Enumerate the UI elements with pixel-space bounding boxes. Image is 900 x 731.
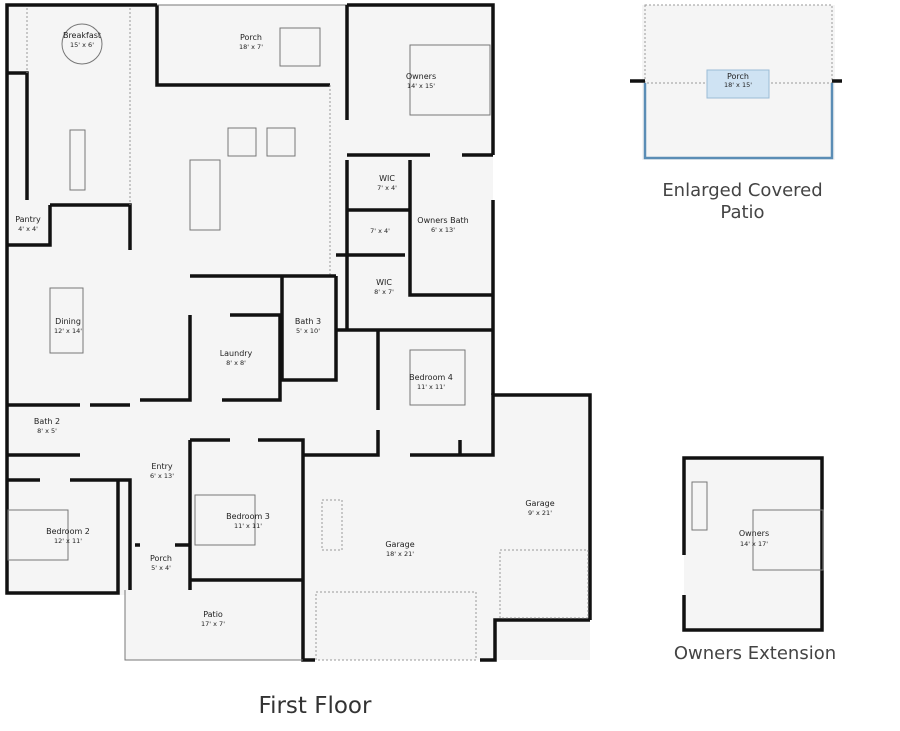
room-name: Garage — [385, 540, 414, 549]
room-name: Bath 2 — [34, 417, 60, 426]
room-size: 7' x 4' — [370, 227, 390, 235]
page-title: First Floor — [258, 693, 372, 719]
room-name: Breakfast — [63, 31, 101, 40]
room-size: 8' x 5' — [37, 427, 57, 435]
room-name: Laundry — [220, 349, 253, 358]
room-name: Owners — [406, 72, 436, 81]
room-size: 15' x 6' — [70, 41, 94, 49]
owners-extension-option: Owners 14' x 17' — [682, 456, 824, 632]
room-size: 5' x 4' — [151, 564, 171, 572]
room-size: 12' x 14' — [54, 327, 82, 335]
room-name: Porch — [240, 33, 262, 42]
room-size: 11' x 11' — [234, 522, 262, 530]
room-size: 11' x 11' — [417, 383, 445, 391]
room-label: Bedroom 411' x 11' — [409, 373, 453, 391]
room-name: Owners Bath — [417, 216, 468, 225]
room-name: Dining — [55, 317, 81, 326]
room-name: Patio — [203, 610, 223, 619]
room-label: Bath 28' x 5' — [34, 417, 60, 435]
room-name: Garage — [525, 499, 554, 508]
room-name: WIC — [379, 174, 395, 183]
room-name: Bedroom 4 — [409, 373, 453, 382]
room-size: 6' x 13' — [431, 226, 455, 234]
room-size: 4' x 4' — [18, 225, 38, 233]
room-size: 14' x 17' — [740, 540, 768, 548]
room-name: Porch — [727, 72, 749, 81]
option-caption-enlarged-patio: Enlarged Covered Patio — [662, 180, 823, 223]
room-size: 12' x 11' — [54, 537, 82, 545]
room-name: WIC — [376, 278, 392, 287]
room-size: 7' x 4' — [377, 184, 397, 192]
room-name: Porch — [150, 554, 172, 563]
room-name: Owners — [739, 529, 769, 538]
room-name: Entry — [151, 462, 173, 471]
room-size: 18' x 15' — [724, 81, 752, 89]
room-size: 14' x 15' — [407, 82, 435, 90]
room-size: 18' x 7' — [239, 43, 263, 51]
room-size: 8' x 8' — [226, 359, 246, 367]
room-size: 18' x 21' — [386, 550, 414, 558]
room-size: 5' x 10' — [296, 327, 320, 335]
room-size: 6' x 13' — [150, 472, 174, 480]
option-caption-owners-extension: Owners Extension — [673, 643, 837, 664]
room-label: Bedroom 212' x 11' — [46, 527, 90, 545]
room-label: 7' x 4' — [370, 227, 390, 235]
room-size: 9' x 21' — [528, 509, 552, 517]
room-name: Bedroom 2 — [46, 527, 90, 536]
room-label: Bedroom 311' x 11' — [226, 512, 270, 530]
room-label: Bath 35' x 10' — [295, 317, 321, 335]
room-size: 17' x 7' — [201, 620, 225, 628]
room-name: Bath 3 — [295, 317, 321, 326]
room-name: Pantry — [15, 215, 41, 224]
enlarged-covered-patio-option: Porch 18' x 15' — [630, 4, 842, 160]
room-size: 8' x 7' — [374, 288, 394, 296]
main-plan — [5, 3, 592, 662]
room-name: Bedroom 3 — [226, 512, 270, 521]
patio-wall-outline — [643, 83, 834, 160]
